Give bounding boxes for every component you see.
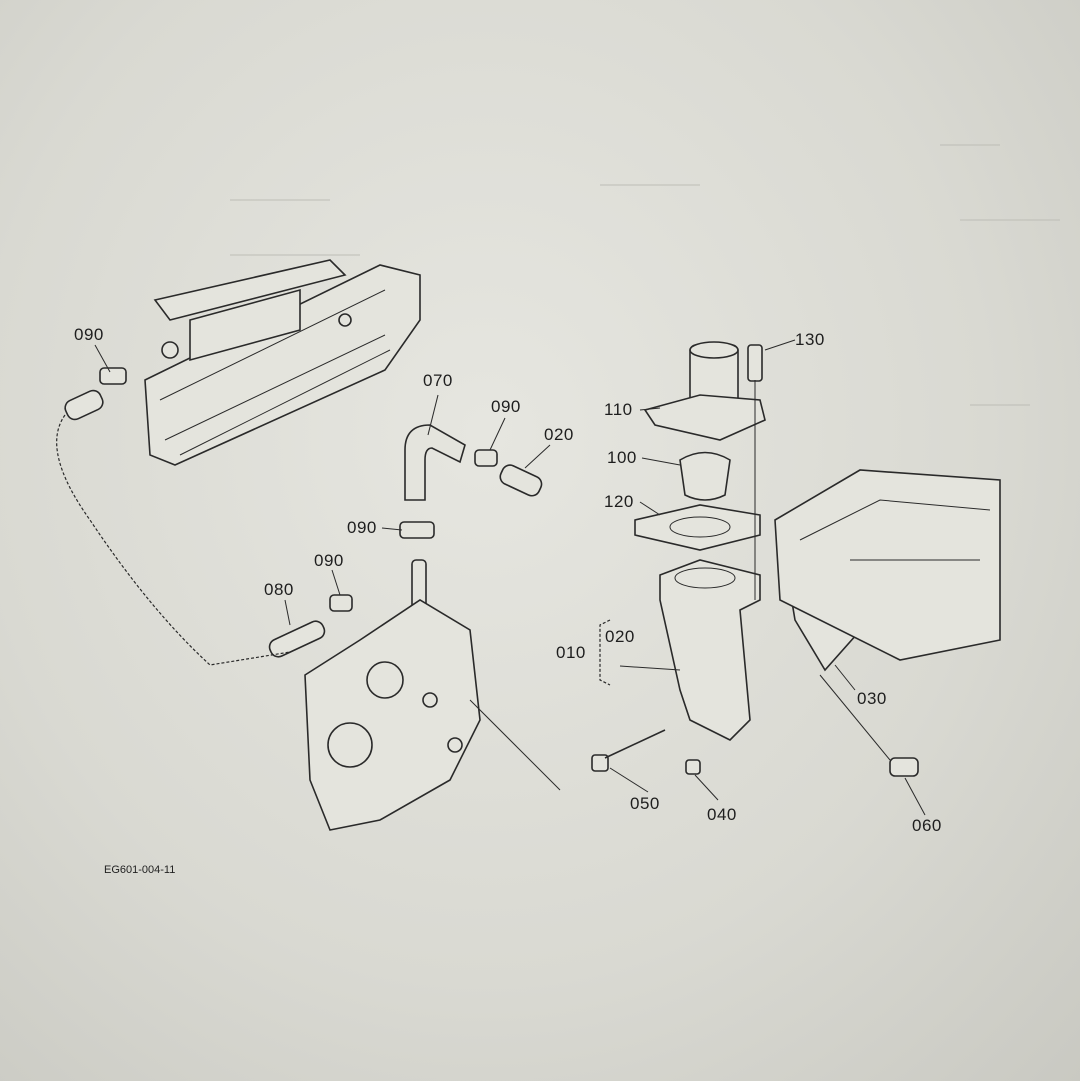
callout-030: 030	[857, 689, 887, 708]
leader-lines	[94, 339, 926, 816]
clamp-090-mid	[399, 521, 435, 539]
bracket-010	[599, 619, 611, 686]
callout-070: 070	[423, 371, 453, 390]
hose-left	[64, 389, 104, 421]
callout-090: 090	[347, 518, 377, 537]
callout-020: 020	[544, 425, 574, 444]
clamp-090-left	[99, 367, 127, 385]
callout-060: 060	[912, 816, 942, 835]
callout-120: 120	[604, 492, 634, 511]
callout-090: 090	[491, 397, 521, 416]
hose-route-line	[56, 414, 291, 666]
manifold-drawing	[144, 259, 421, 466]
engine-block-drawing	[774, 469, 1001, 661]
bolts	[591, 729, 919, 777]
callout-090: 090	[314, 551, 344, 570]
callout-100: 100	[607, 448, 637, 467]
callout-090: 090	[74, 325, 104, 344]
hose-070	[404, 424, 466, 501]
callout-010: 010	[556, 643, 586, 662]
callout-020: 020	[605, 627, 635, 646]
callout-080: 080	[264, 580, 294, 599]
callout-130: 130	[795, 330, 825, 349]
callout-110: 110	[604, 400, 633, 419]
thermostat-assembly	[634, 341, 866, 741]
water-pump-drawing	[304, 599, 561, 831]
hose-080	[268, 620, 326, 658]
clamp-090-lower	[329, 594, 353, 612]
drawing-code: EG601-004-11	[104, 864, 176, 876]
callout-050: 050	[630, 794, 660, 813]
clamp-090-upper	[474, 449, 498, 467]
pipe-020	[499, 464, 543, 497]
bleed-through-text	[230, 144, 1060, 406]
callout-040: 040	[707, 805, 737, 824]
